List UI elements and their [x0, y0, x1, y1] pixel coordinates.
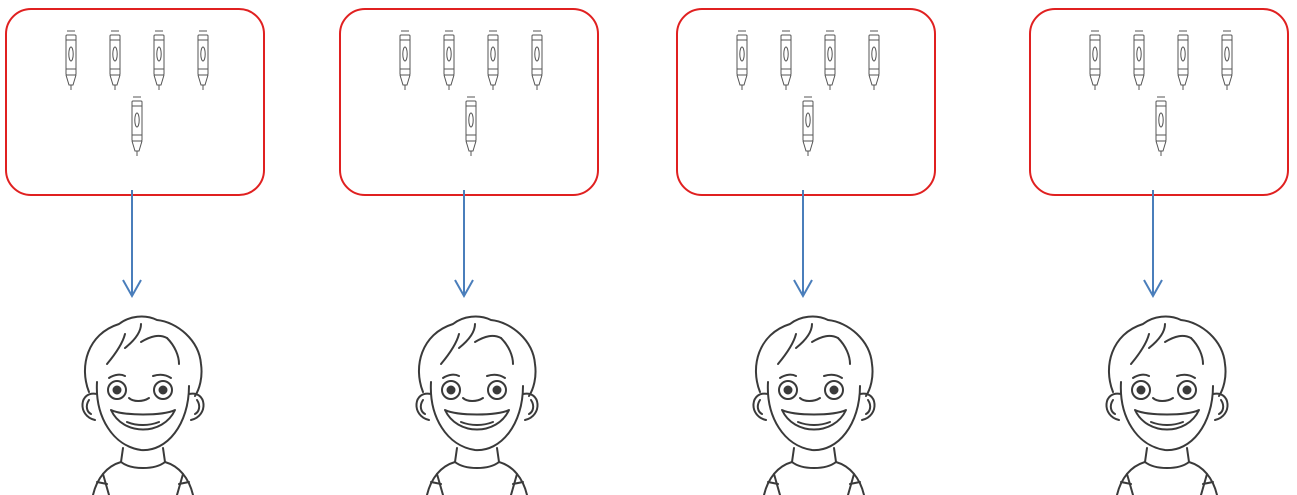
crayon-icon: [483, 30, 503, 92]
crayon-icon: [1151, 96, 1171, 158]
distribution-group: [1029, 0, 1297, 495]
child-icon: [1105, 315, 1229, 495]
crayon-box: [676, 8, 936, 196]
crayon-icon: [461, 96, 481, 158]
crayon-row: [341, 96, 601, 158]
down-arrow-icon: [1143, 190, 1163, 299]
down-arrow-icon: [454, 190, 474, 299]
child-icon: [415, 315, 539, 495]
crayon-icon: [127, 96, 147, 158]
crayon-row: [678, 30, 938, 92]
crayon-icon: [1217, 30, 1237, 92]
crayon-icon: [439, 30, 459, 92]
crayon-icon: [1129, 30, 1149, 92]
crayon-box: [339, 8, 599, 196]
crayon-icon: [105, 30, 125, 92]
crayon-icon: [1085, 30, 1105, 92]
crayon-icon: [193, 30, 213, 92]
crayon-row: [341, 30, 601, 92]
crayon-icon: [820, 30, 840, 92]
down-arrow-icon: [793, 190, 813, 299]
crayon-icon: [149, 30, 169, 92]
crayon-icon: [864, 30, 884, 92]
crayon-icon: [798, 96, 818, 158]
distribution-group: [676, 0, 946, 495]
crayon-row: [7, 30, 267, 92]
crayon-box: [5, 8, 265, 196]
crayon-icon: [527, 30, 547, 92]
crayon-icon: [776, 30, 796, 92]
crayon-icon: [395, 30, 415, 92]
child-icon: [752, 315, 876, 495]
crayon-row: [7, 96, 267, 158]
crayon-box: [1029, 8, 1289, 196]
crayon-icon: [732, 30, 752, 92]
crayon-row: [678, 96, 938, 158]
crayon-icon: [61, 30, 81, 92]
crayon-row: [1031, 96, 1291, 158]
down-arrow-icon: [122, 190, 142, 299]
crayon-row: [1031, 30, 1291, 92]
crayon-icon: [1173, 30, 1193, 92]
distribution-group: [339, 0, 609, 495]
distribution-group: [5, 0, 275, 495]
child-icon: [81, 315, 205, 495]
